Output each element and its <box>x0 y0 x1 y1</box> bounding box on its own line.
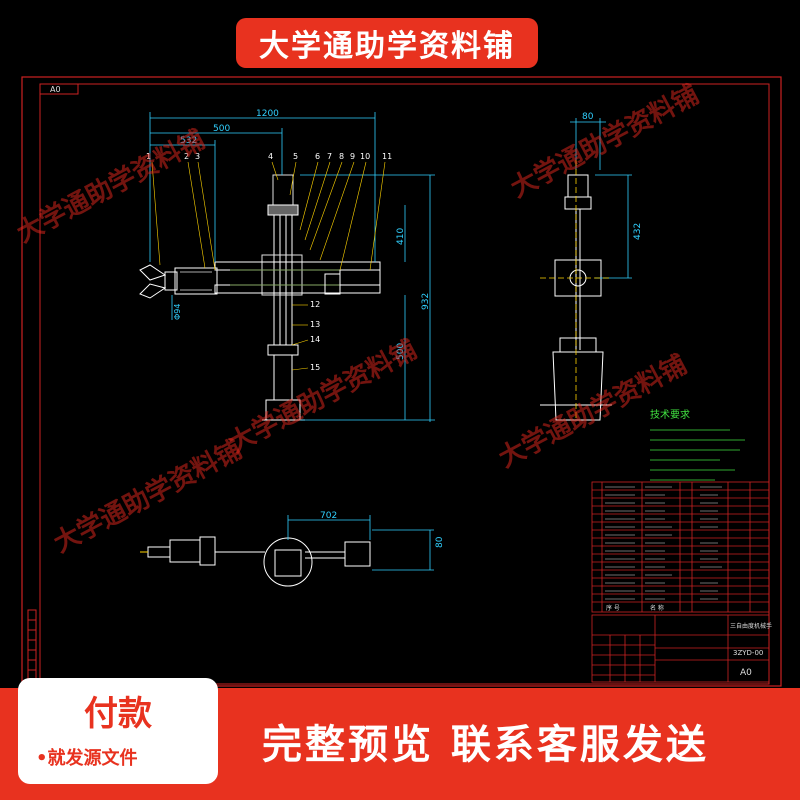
callout-2: 2 <box>184 152 189 161</box>
bom-header-name: 名 称 <box>650 604 664 612</box>
tech-requirements-title: 技术要求 <box>650 408 690 421</box>
margin-strip <box>27 609 37 681</box>
callout-8: 8 <box>339 152 344 161</box>
dim-1200: 1200 <box>256 109 279 119</box>
bom-row-markers <box>605 486 722 600</box>
dim-532: 532 <box>180 136 197 146</box>
sheet-size: A0 <box>740 668 752 678</box>
front-dims <box>149 112 435 422</box>
drawing-number: 3ZYD-00 <box>733 649 763 657</box>
dim-410: 410 <box>396 228 406 245</box>
callout-9: 9 <box>350 152 355 161</box>
callout-leaders <box>151 161 386 371</box>
callout-11: 11 <box>382 152 392 161</box>
payment-card[interactable]: 付款 •就发源文件 <box>18 678 218 784</box>
front-view <box>139 174 381 421</box>
callout-14: 14 <box>310 335 320 344</box>
title-block <box>591 614 770 683</box>
preview-slogan: 完整预览 联系客服发送 <box>262 722 709 768</box>
callout-7: 7 <box>327 152 332 161</box>
tech-requirements-lines <box>650 429 745 481</box>
drawing-title: 三自由度机械手 <box>730 622 772 630</box>
inner-frame <box>39 83 770 685</box>
payment-title: 付款 <box>84 694 152 734</box>
top-view <box>140 536 371 587</box>
top-dims <box>287 515 434 571</box>
callout-15: 15 <box>310 363 320 372</box>
callout-4: 4 <box>268 152 273 161</box>
callout-3: 3 <box>195 152 200 161</box>
dim-500: 500 <box>213 124 230 134</box>
dim-80: 80 <box>582 112 594 122</box>
dim-432: 432 <box>633 223 643 240</box>
callout-10: 10 <box>360 152 370 161</box>
dim-80-bottom: 80 <box>435 536 445 548</box>
bom-header-no: 序 号 <box>606 604 620 612</box>
top-banner: 大学通助学资料铺 <box>236 18 538 68</box>
dim-702: 702 <box>320 511 337 521</box>
callout-5: 5 <box>293 152 298 161</box>
bom-table <box>591 481 770 613</box>
payment-subtitle: •就发源文件 <box>36 748 138 769</box>
corner-box <box>39 83 79 95</box>
outer-frame <box>21 76 782 687</box>
callout-1: 1 <box>146 152 151 161</box>
callout-12: 12 <box>310 300 320 309</box>
dim-phi94: Φ94 <box>173 304 182 320</box>
callout-6: 6 <box>315 152 320 161</box>
corner-code: A0 <box>50 85 61 94</box>
dim-932: 932 <box>421 293 431 310</box>
dim-500-vertical: 500 <box>396 343 406 360</box>
callout-13: 13 <box>310 320 320 329</box>
side-dims <box>540 118 632 420</box>
